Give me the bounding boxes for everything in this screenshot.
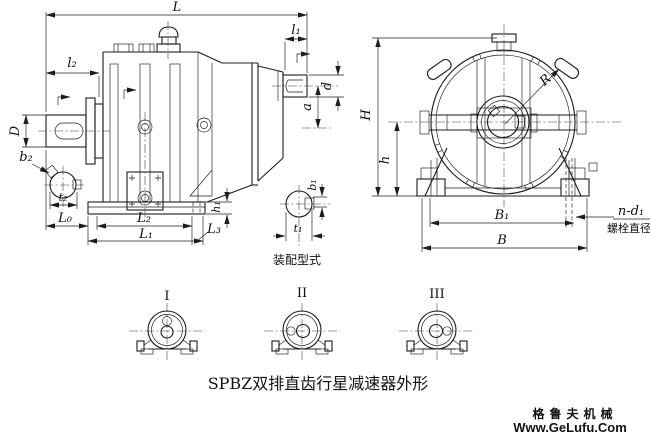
- bolt-note-text: 螺栓直径: [607, 221, 650, 235]
- drawing-title: SPBZ双排直齿行星减速器外形: [208, 374, 429, 393]
- variant-2-label: II: [297, 286, 307, 301]
- watermark-brand: 格鲁夫机械: [532, 406, 617, 421]
- output-shaft-key-section: [280, 185, 330, 246]
- side-view-drawing: [38, 21, 338, 218]
- assembly-variant-1: I: [129, 289, 205, 361]
- dim-label-d: d: [320, 82, 335, 90]
- dim-label-b2: b₂: [19, 150, 33, 165]
- flange-ticks: [434, 53, 569, 191]
- dim-label-L: L: [172, 0, 182, 15]
- dim-label-R: R: [536, 71, 554, 90]
- variant-1-label: I: [164, 289, 169, 304]
- dim-label-L2: L₂: [136, 211, 151, 226]
- assembly-variant-2: II: [264, 286, 340, 361]
- dim-label-H: H: [359, 109, 374, 122]
- assembly-variant-3: III: [399, 287, 475, 361]
- assembly-variants: 装配型式 I II: [129, 253, 475, 361]
- dim-label-l1: l₁: [291, 23, 300, 38]
- dim-label-h: h: [378, 156, 393, 164]
- variant-3-label: III: [429, 287, 444, 302]
- bolt-note-symbol: n-d₁: [618, 204, 644, 219]
- side-view-dimensions: L l₂ l₁ D b₂ t₂ L₀ L₂ L₁ L₃ h₁ a d b₁ t₁: [8, 0, 344, 246]
- dim-label-h1: h₁: [210, 201, 223, 213]
- dim-label-L0: L₀: [57, 211, 73, 226]
- dim-label-L1: L₁: [138, 227, 153, 242]
- dim-label-B1: B₁: [494, 208, 510, 223]
- dim-label-D: D: [8, 125, 23, 137]
- input-shaft-key-section: [44, 164, 84, 210]
- front-view-dimensions: H h R B₁ B n-d₁ 螺栓直径: [359, 37, 650, 252]
- dim-label-b1: b₁: [306, 179, 319, 190]
- dim-label-B: B: [496, 233, 507, 248]
- watermark-url: Www.GeLufu.Com: [513, 420, 627, 435]
- dim-label-t1: t₁: [294, 222, 303, 235]
- watermark: 格鲁夫机械 Www.GeLufu.Com: [513, 406, 627, 435]
- assembly-caption: 装配型式: [273, 253, 321, 267]
- dim-label-a: a: [300, 103, 315, 111]
- dim-label-t2: t₂: [59, 191, 68, 204]
- front-view-drawing: [388, 24, 622, 227]
- dim-label-L3: L₃: [206, 222, 221, 237]
- dim-label-l2: l₂: [67, 56, 76, 71]
